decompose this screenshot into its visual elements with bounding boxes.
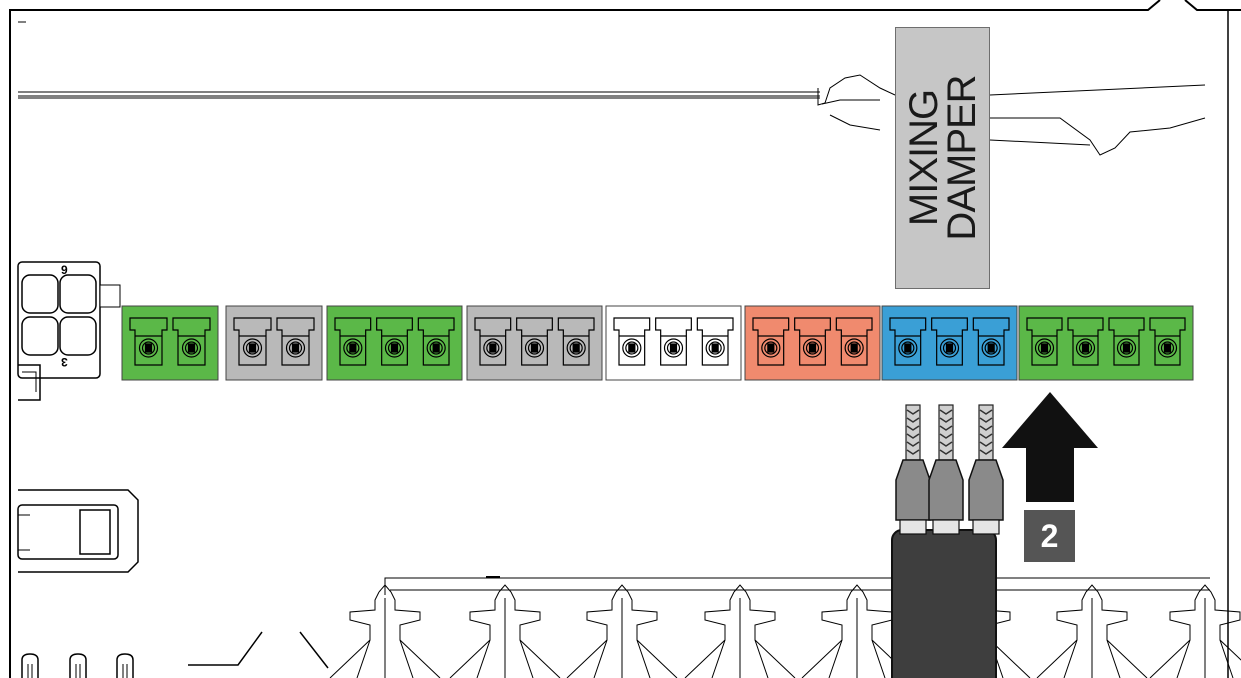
terminal-screw <box>696 317 734 366</box>
terminal-screw <box>835 317 873 366</box>
terminal-block-gray-2 <box>225 305 323 381</box>
rail-pin <box>329 584 441 678</box>
terminal-screw <box>233 317 272 366</box>
terminal-block-green-4 <box>1018 305 1194 381</box>
wire-ferrule <box>895 404 931 535</box>
terminal-block-blue-3 <box>881 305 1018 381</box>
terminal-block-green-2 <box>121 305 219 381</box>
left-relay <box>17 489 139 573</box>
mixing-damper-label: MIXING DAMPER <box>895 27 990 289</box>
terminal-block-green-3 <box>326 305 463 381</box>
terminal-screw <box>655 317 692 366</box>
damper-label-line1: MIXING <box>901 89 946 227</box>
wire-ferrule <box>968 404 1004 535</box>
terminal-screw <box>417 317 455 366</box>
terminal-screw <box>557 317 595 366</box>
terminal-block-orange-3 <box>744 305 881 381</box>
rail-pin <box>1036 584 1148 678</box>
terminal-block-gray-3 <box>466 305 603 381</box>
terminal-screw <box>889 317 927 366</box>
rail-pin <box>684 584 796 678</box>
mixing-damper-text: MIXING DAMPER <box>901 75 984 241</box>
terminal-screw <box>752 317 790 366</box>
terminal-screw <box>516 317 553 366</box>
terminal-screw <box>613 317 651 366</box>
terminal-screw <box>1026 317 1063 366</box>
board-outline <box>9 0 1241 678</box>
terminal-block-white-3 <box>605 305 742 381</box>
terminal-screw <box>376 317 413 366</box>
terminal-blocks <box>121 305 1194 381</box>
terminal-screw <box>794 317 831 366</box>
connector-mark-bottom: 3 <box>61 355 68 369</box>
bottom-rail <box>329 576 1241 678</box>
terminal-screw <box>129 317 168 366</box>
terminal-screw <box>334 317 372 366</box>
rail-pin <box>449 584 561 678</box>
wire-ferrule <box>928 404 964 535</box>
terminal-screw <box>172 317 211 366</box>
terminal-screw <box>1149 317 1186 366</box>
connector-mark-top: 9 <box>61 263 68 277</box>
insert-arrow-icon <box>1002 392 1098 502</box>
step-number-badge: 2 <box>1024 510 1075 562</box>
terminal-screw <box>474 317 512 366</box>
terminal-screw <box>1067 317 1104 366</box>
left-connector <box>17 261 121 401</box>
terminal-screw <box>276 317 315 366</box>
damper-label-line2: DAMPER <box>939 75 984 241</box>
terminal-screw <box>1108 317 1145 366</box>
three-wire-cable <box>891 404 1004 678</box>
terminal-screw <box>972 317 1010 366</box>
bottom-left-pins <box>21 631 329 678</box>
terminal-screw <box>931 317 968 366</box>
rail-pin <box>566 584 678 678</box>
rail-pin <box>1149 584 1241 678</box>
top-rail <box>18 74 1206 156</box>
